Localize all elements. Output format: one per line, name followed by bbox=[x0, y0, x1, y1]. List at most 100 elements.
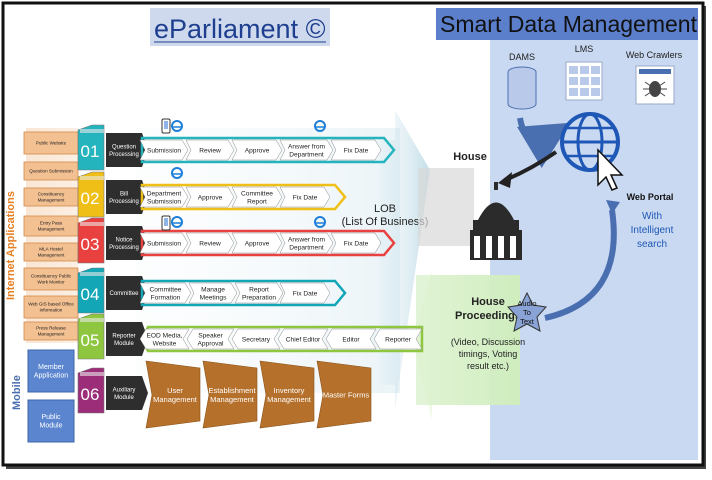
process-step[interactable]: Fix Date bbox=[330, 232, 382, 254]
eparliament-title: eParliament © bbox=[154, 14, 326, 44]
module-number: 06 bbox=[81, 385, 100, 404]
globe-icon bbox=[560, 112, 620, 172]
process-step[interactable]: Editor bbox=[325, 328, 377, 350]
auxiliary-step-block bbox=[145, 360, 201, 429]
module-cube-top bbox=[80, 176, 104, 180]
module-name-box[interactable] bbox=[106, 226, 142, 260]
internet-applications-label: Internet Applications bbox=[5, 191, 17, 300]
internet-app-item[interactable]: Public Website bbox=[23, 131, 79, 155]
module-cube-top bbox=[80, 222, 104, 226]
ie-browser-icon bbox=[171, 120, 183, 132]
portal-audio-curve bbox=[544, 209, 617, 321]
process-step[interactable]: Review bbox=[185, 232, 235, 254]
module-number-block bbox=[77, 313, 105, 360]
process-step[interactable]: EOD Media,Website bbox=[139, 328, 190, 350]
process-step[interactable]: Submission bbox=[139, 232, 189, 254]
process-step[interactable]: Review bbox=[185, 139, 235, 161]
process-step-chevron bbox=[231, 232, 283, 254]
process-step-chevron bbox=[139, 232, 189, 254]
process-step-chevron bbox=[185, 232, 235, 254]
process-step-chevron bbox=[231, 186, 283, 208]
process-step-label: Editor bbox=[342, 336, 360, 343]
auxiliary-step-block bbox=[316, 360, 372, 429]
process-step[interactable]: Fix Date bbox=[279, 186, 331, 208]
process-step-chevron bbox=[279, 139, 334, 161]
process-step-label: Submission bbox=[147, 240, 181, 247]
process-step-chevron bbox=[330, 232, 382, 254]
module-number-block bbox=[77, 267, 105, 314]
process-step[interactable]: Chief Editor bbox=[277, 328, 329, 350]
mobile-phone-icon bbox=[161, 118, 171, 134]
module-name-box[interactable] bbox=[106, 180, 142, 214]
module-number: 04 bbox=[81, 285, 100, 304]
process-step-chevron bbox=[234, 282, 284, 304]
process-step[interactable]: Reporter bbox=[373, 328, 423, 350]
process-step[interactable]: Fix Date bbox=[279, 282, 331, 304]
process-step-label: Fix Date bbox=[344, 240, 369, 247]
process-step[interactable]: Secretary bbox=[231, 328, 281, 350]
ie-browser-icon bbox=[171, 167, 183, 179]
mobile-phone-icon bbox=[161, 215, 171, 231]
process-step-chevron bbox=[373, 328, 423, 350]
module-cube-top bbox=[80, 272, 104, 276]
dams-label: DAMS bbox=[509, 52, 535, 62]
process-step-label: Fix Date bbox=[293, 194, 318, 201]
auxiliary-step[interactable]: Master Forms bbox=[316, 360, 372, 429]
module-name-box[interactable] bbox=[106, 276, 142, 310]
module-number-block bbox=[77, 367, 105, 414]
internet-app-item[interactable]: Question Submission bbox=[23, 161, 79, 181]
process-step-chevron bbox=[279, 232, 334, 254]
process-step[interactable]: Approve bbox=[231, 139, 283, 161]
module-name-box[interactable] bbox=[106, 376, 142, 410]
module-name-box[interactable] bbox=[106, 322, 142, 356]
cursor-icon bbox=[597, 148, 624, 191]
process-step[interactable]: Fix Date bbox=[330, 139, 382, 161]
process-step-chevron bbox=[188, 282, 238, 304]
process-step[interactable]: Approve bbox=[185, 186, 235, 208]
lms-label: LMS bbox=[575, 44, 594, 54]
internet-app-label: Question Submission bbox=[29, 169, 73, 174]
process-step-chevron bbox=[277, 328, 329, 350]
process-step[interactable]: Approve bbox=[231, 232, 283, 254]
module-name-box[interactable] bbox=[106, 133, 142, 167]
process-step[interactable]: Submission bbox=[139, 139, 189, 161]
ie-browser-icon bbox=[314, 216, 326, 228]
